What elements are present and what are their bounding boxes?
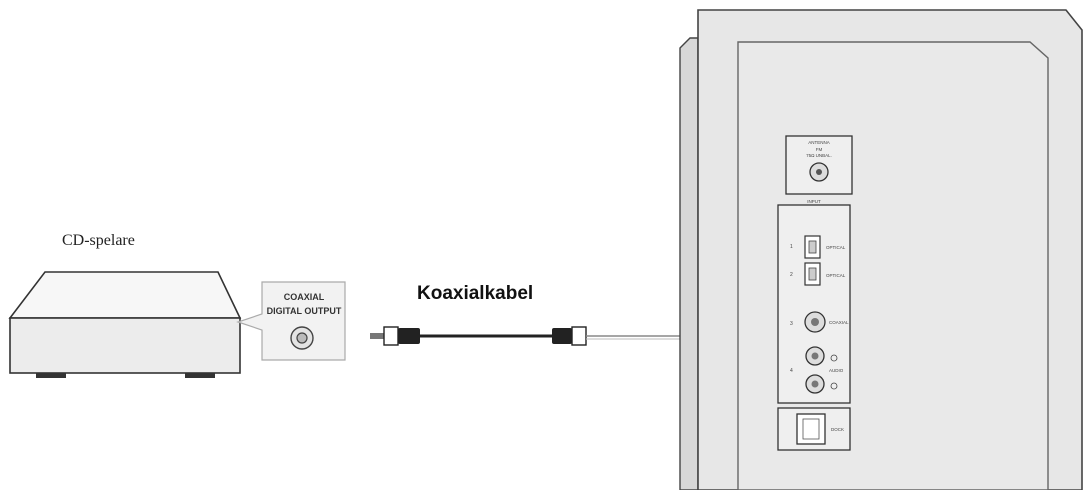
cable-plug-right	[552, 328, 572, 344]
port-label-line1: COAXIAL	[284, 292, 325, 302]
input-title: INPUT	[807, 199, 821, 204]
dock-label: DOCK	[831, 427, 844, 432]
port-label-line2: DIGITAL OUTPUT	[267, 306, 342, 316]
cable-label: Koaxialkabel	[417, 283, 534, 304]
antenna-sub2: 75Ω UNBAL.	[806, 153, 832, 158]
input-3-label: COAXIAL	[829, 320, 849, 325]
input-2-number: 2	[790, 272, 793, 278]
coaxial-cable	[370, 326, 770, 346]
input-4-label: AUDIO	[829, 368, 844, 373]
input-1-label: OPTICAL	[826, 245, 846, 250]
input-1-number: 1	[790, 244, 793, 250]
antenna-sub1: FM	[816, 147, 823, 152]
input-2-label: OPTICAL	[826, 273, 846, 278]
input-3-number: 3	[790, 321, 793, 327]
antenna-title: ANTENNA	[808, 140, 830, 145]
dock-port-icon	[796, 413, 826, 445]
input-section	[777, 204, 851, 404]
cd-player	[8, 271, 242, 378]
cd-player-label: CD-spelare	[62, 232, 135, 249]
input-4-number: 4	[790, 368, 793, 374]
coaxial-output-callout: COAXIAL DIGITAL OUTPUT	[236, 281, 346, 361]
receiver-unit: ANTENNA FM 75Ω UNBAL. INPUT 1 OPTICAL 2 …	[679, 9, 1083, 491]
